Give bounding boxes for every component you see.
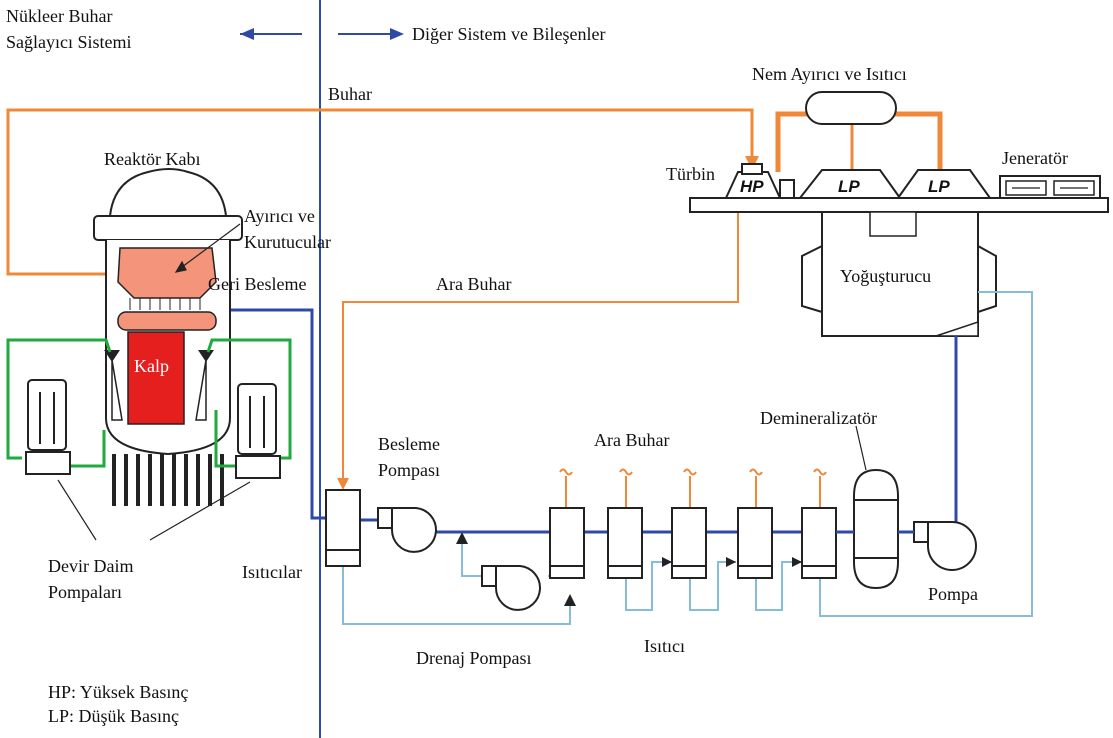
heater-2 (549, 507, 585, 579)
recirculation-loops (6, 338, 292, 468)
recirc-pumps-label-1: Devir Daim (48, 556, 133, 576)
msr-piping (775, 111, 943, 172)
reactor-vessel (93, 168, 243, 506)
leader-lines (57, 223, 867, 541)
demineralizer-label: Demineralizatör (760, 408, 877, 428)
moisture-separator-reheater (805, 91, 897, 125)
condenser-label: Yoğuşturucu (840, 266, 931, 286)
turbine-label: Türbin (666, 164, 715, 184)
hp-turbine (724, 171, 782, 199)
system-divider (240, 0, 404, 738)
reactor-vessel-label: Reaktör Kabı (104, 149, 200, 169)
generator-label: Jeneratör (1002, 148, 1068, 168)
pump-label: Pompa (928, 584, 978, 604)
drain-lines (342, 291, 1033, 625)
lp-label-2: LP (928, 177, 950, 196)
lp-label-1: LP (838, 177, 860, 196)
extraction-steam-line (337, 212, 739, 490)
separators-dryers (117, 247, 217, 299)
separator-label-1: Ayırıcı ve (244, 206, 315, 226)
heater-4 (671, 507, 707, 579)
separator-label-2: Kurutucular (244, 232, 331, 252)
feed-pump-label-1: Besleme (378, 434, 440, 454)
condenser (801, 211, 997, 337)
core (127, 331, 185, 425)
drain-pump-label: Drenaj Pompası (416, 648, 531, 668)
feedback-label: Geri Besleme (208, 274, 306, 294)
heaters (325, 489, 837, 579)
demineralizer (853, 468, 899, 590)
turbine-deck (689, 163, 1109, 213)
lp-turbine-2 (896, 169, 992, 199)
legend-hp: HP: Yüksek Basınç (48, 682, 188, 702)
recirc-pump-right (235, 383, 281, 479)
extraction-steam-top-label: Ara Buhar (436, 274, 511, 294)
feed-pump (377, 507, 437, 553)
other-systems-label: Diğer Sistem ve Bileşenler (412, 24, 605, 44)
heater-label: Isıtıcı (644, 636, 685, 656)
heater-5 (737, 507, 773, 579)
lp-turbine-1 (797, 169, 902, 199)
heater-3 (607, 507, 643, 579)
core-label: Kalp (134, 356, 169, 376)
recirc-pump-left (25, 379, 71, 475)
extraction-steam-bottom-label: Ara Buhar (594, 430, 669, 450)
heaters-left-label: Isıtıcılar (242, 562, 302, 582)
legend-lp: LP: Düşük Basınç (48, 706, 179, 726)
heater-1 (325, 489, 361, 567)
steam-label: Buhar (328, 84, 372, 104)
msr-label: Nem Ayırıcı ve Isıtıcı (752, 64, 907, 84)
extraction-taps (559, 468, 827, 508)
drain-pump (481, 565, 541, 611)
nuclear-system-label-1: Nükleer Buhar (6, 6, 112, 26)
hp-label: HP (740, 177, 764, 196)
recirc-pumps-label-2: Pompaları (48, 582, 122, 602)
heater-6 (801, 507, 837, 579)
condensate-pump (913, 521, 977, 571)
feed-pump-label-2: Pompası (378, 460, 440, 480)
nuclear-system-label-2: Sağlayıcı Sistemi (6, 32, 132, 52)
